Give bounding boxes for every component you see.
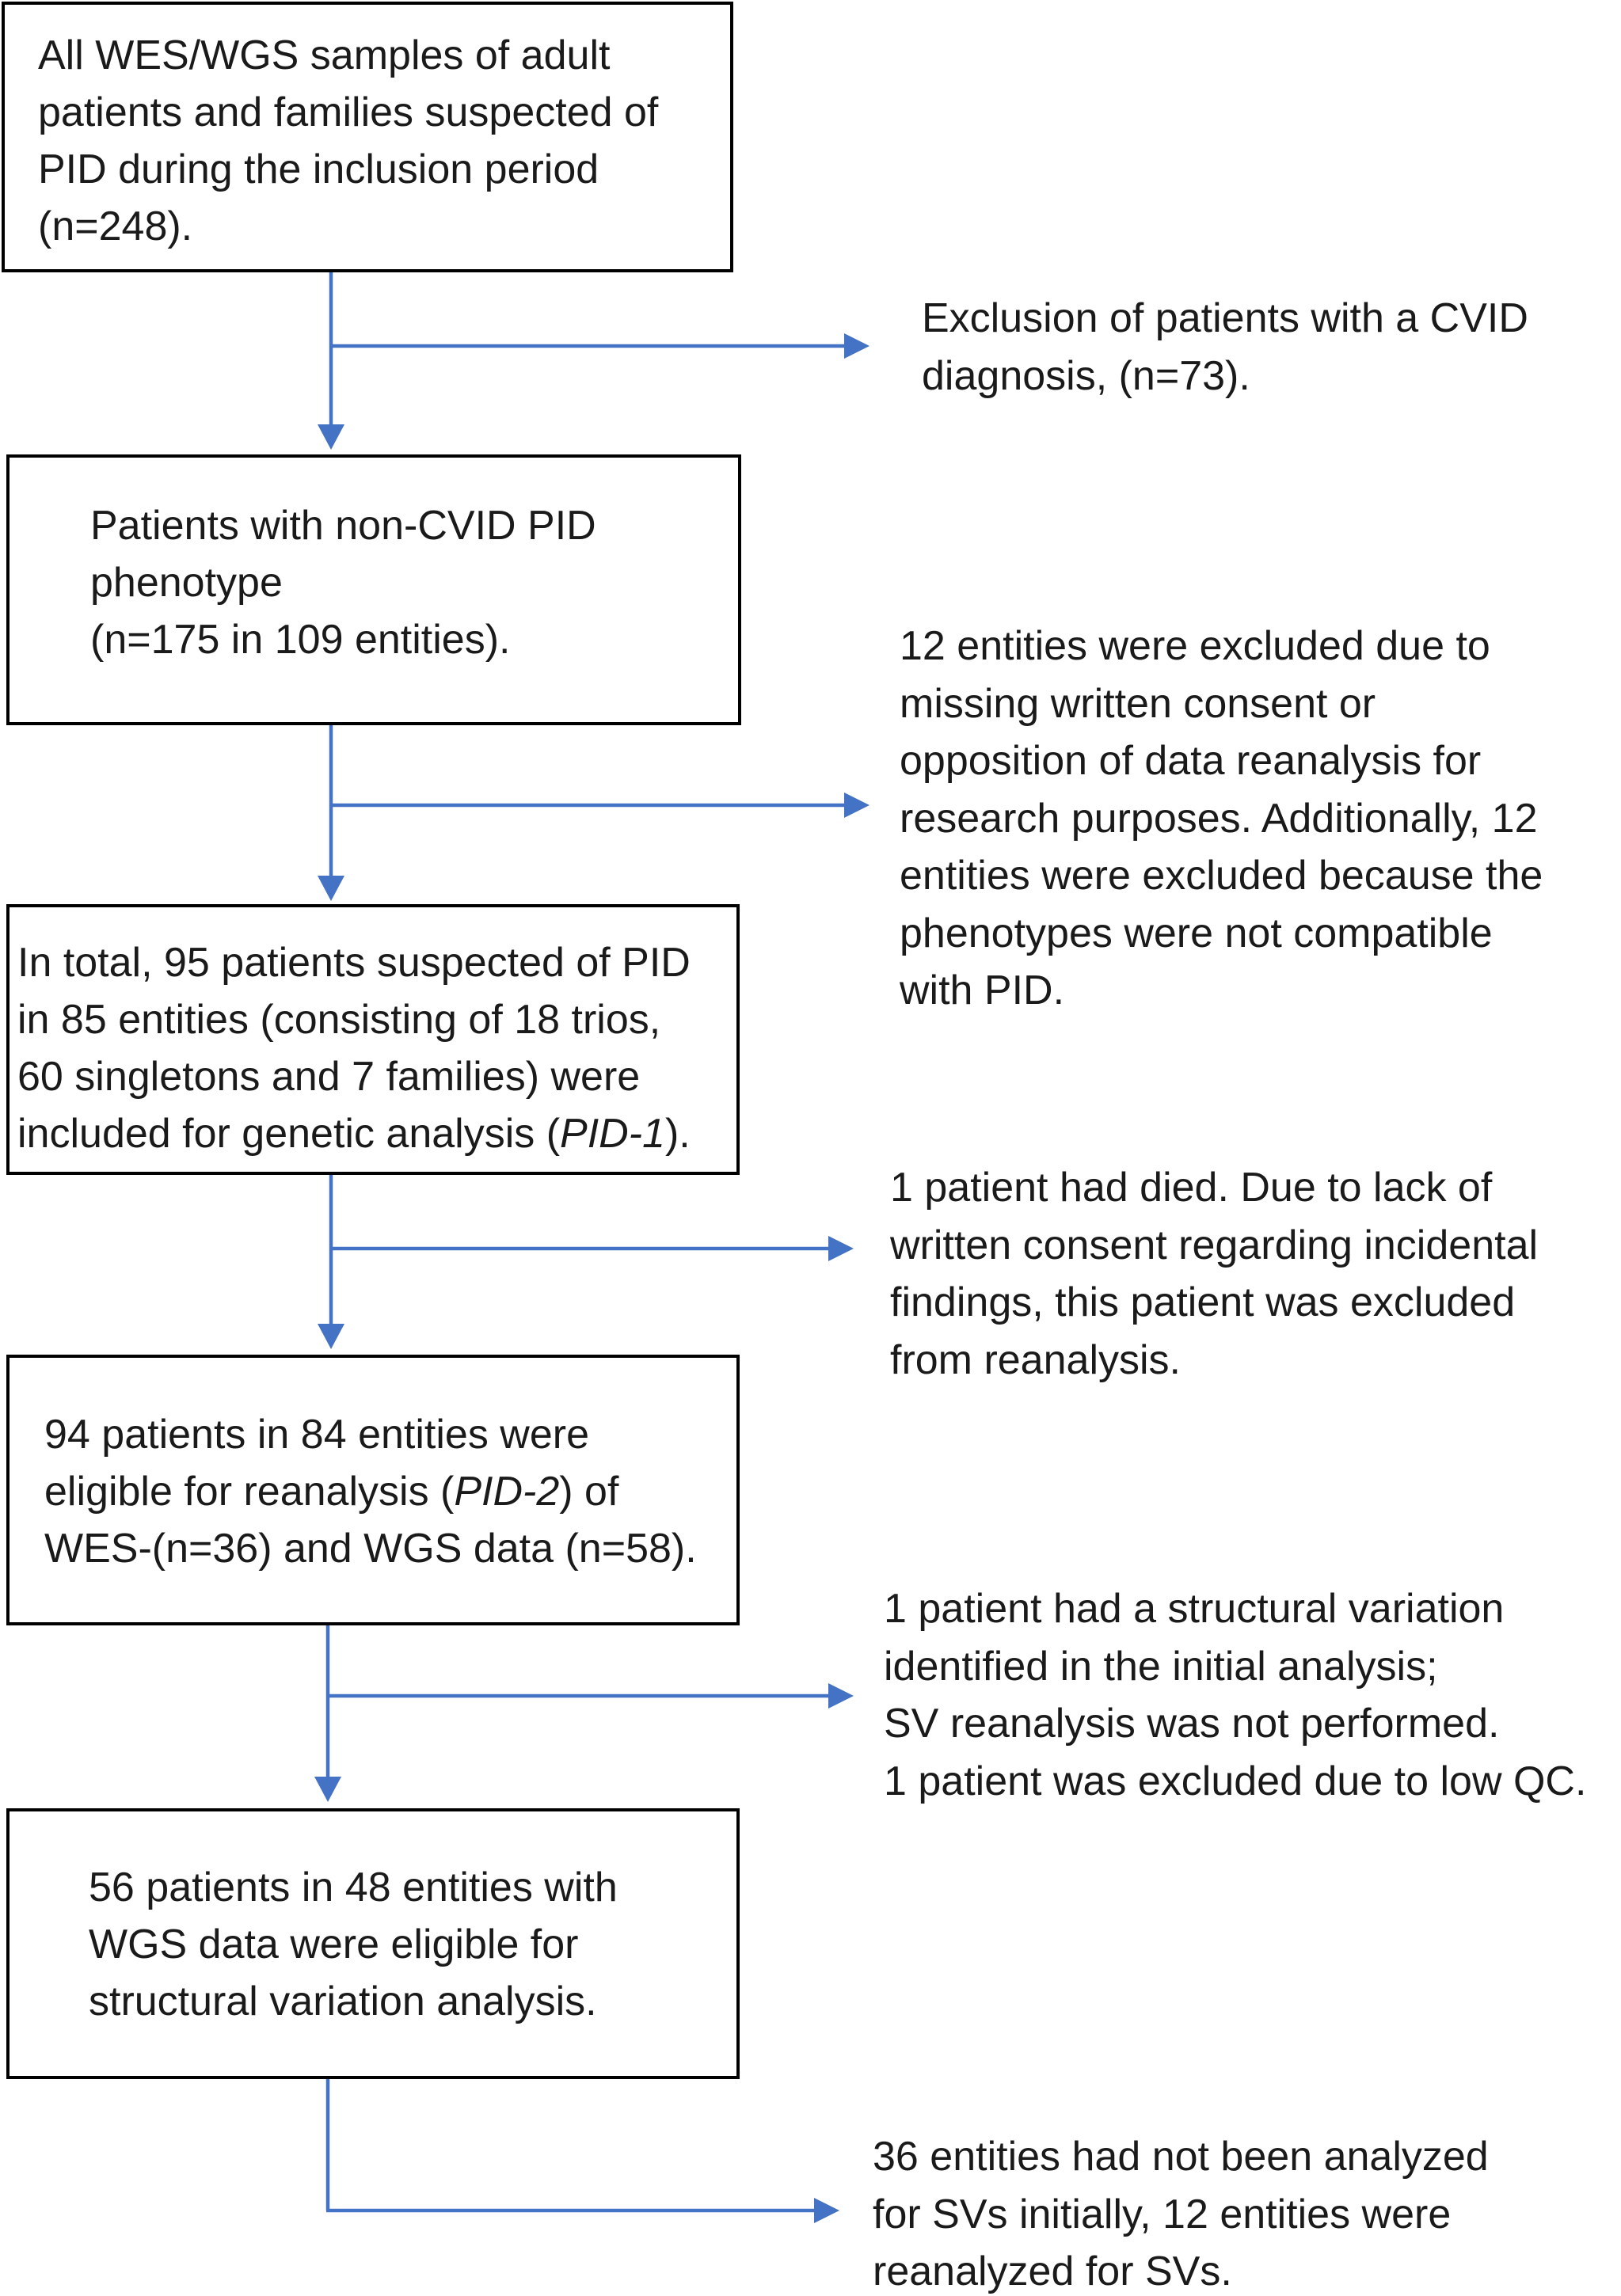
text-line: Exclusion of patients with a CVID xyxy=(922,295,1528,341)
text-line: SV reanalysis was not performed. xyxy=(884,1701,1500,1747)
text-line: diagnosis, (n=73). xyxy=(922,352,1250,399)
text-line: phenotypes were not compatible xyxy=(900,910,1493,956)
step-box-3-text: In total, 95 patients suspected of PID i… xyxy=(17,934,691,1162)
text-line: PID during the inclusion period xyxy=(38,146,599,192)
step-box-4 xyxy=(6,1355,740,1625)
text-line: included for genetic analysis (PID-1). xyxy=(17,1105,691,1162)
text-line: WGS data were eligible for xyxy=(89,1922,579,1967)
exclusion-note-5: 36 entities had not been analyzed for SV… xyxy=(873,2128,1489,2296)
text-line: All WES/WGS samples of adult xyxy=(38,32,611,78)
text-line: 1 patient had a structural variation xyxy=(884,1586,1505,1632)
arrowhead-right-1 xyxy=(844,333,869,359)
text-line: findings, this patient was excluded xyxy=(890,1279,1516,1325)
text-line: (n=248). xyxy=(38,203,193,249)
text-line: 36 entities had not been analyzed xyxy=(873,2134,1489,2180)
text-line: missing written consent or xyxy=(900,680,1376,727)
arrowhead-down-2 xyxy=(318,876,344,901)
arrowhead-right-3 xyxy=(828,1236,854,1261)
text-line: Patients with non-CVID PID xyxy=(90,503,596,549)
step-box-2 xyxy=(6,454,741,725)
step-box-1 xyxy=(2,2,733,272)
arrowhead-down-1 xyxy=(318,424,344,450)
text-line: 94 patients in 84 entities were xyxy=(44,1412,589,1458)
arrowhead-right-2 xyxy=(844,793,869,818)
arrowhead-down-4 xyxy=(314,1777,341,1802)
exclusion-note-4: 1 patient had a structural variation ide… xyxy=(884,1580,1586,1810)
text-segment-italic: PID-2 xyxy=(454,1469,560,1515)
text-line: research purposes. Additionally, 12 xyxy=(900,795,1538,842)
text-line: 60 singletons and 7 families) were xyxy=(17,1054,641,1100)
step-box-1-text: All WES/WGS samples of adult patients an… xyxy=(38,27,658,255)
text-line: In total, 95 patients suspected of PID xyxy=(17,940,691,986)
step-box-5-text: 56 patients in 48 entities with WGS data… xyxy=(89,1859,618,2030)
text-segment: ) of xyxy=(559,1469,619,1515)
text-line: eligible for reanalysis (PID-2) of xyxy=(44,1463,697,1520)
text-segment-italic: PID-1 xyxy=(560,1111,665,1157)
text-line: 12 entities were excluded due to xyxy=(900,623,1490,669)
step-box-3 xyxy=(6,904,740,1175)
arrowhead-right-4 xyxy=(828,1683,854,1709)
text-line: entities were excluded because the xyxy=(900,853,1543,899)
text-segment: eligible for reanalysis ( xyxy=(44,1469,455,1515)
text-line: reanalyzed for SVs. xyxy=(873,2248,1232,2294)
text-line: 1 patient had died. Due to lack of xyxy=(890,1165,1493,1211)
text-line: opposition of data reanalysis for xyxy=(900,738,1482,784)
text-line: 56 patients in 48 entities with xyxy=(89,1865,618,1910)
step-box-2-text: Patients with non-CVID PID phenotype (n=… xyxy=(90,497,596,668)
text-line: written consent regarding incidental xyxy=(890,1222,1539,1268)
text-line: WES-(n=36) and WGS data (n=58). xyxy=(44,1526,697,1572)
exclusion-note-1: Exclusion of patients with a CVID diagno… xyxy=(922,290,1528,405)
step-box-5 xyxy=(6,1808,740,2079)
text-line: identified in the initial analysis; xyxy=(884,1643,1438,1690)
exclusion-note-2: 12 entities were excluded due to missing… xyxy=(900,618,1543,1020)
text-line: structural variation analysis. xyxy=(89,1979,597,2024)
text-line: phenotype xyxy=(90,560,283,606)
text-line: (n=175 in 109 entities). xyxy=(90,617,511,663)
step-box-4-text: 94 patients in 84 entities were eligible… xyxy=(44,1406,697,1577)
text-segment: included for genetic analysis ( xyxy=(17,1111,561,1157)
exclusion-note-3: 1 patient had died. Due to lack of writt… xyxy=(890,1159,1538,1389)
text-line: for SVs initially, 12 entities were xyxy=(873,2191,1452,2237)
text-line: with PID. xyxy=(900,967,1065,1013)
text-line: 1 patient was excluded due to low QC. xyxy=(884,1758,1587,1804)
text-line: from reanalysis. xyxy=(890,1336,1181,1383)
arrowhead-down-3 xyxy=(318,1324,344,1349)
text-line: in 85 entities (consisting of 18 trios, xyxy=(17,997,661,1043)
text-line: patients and families suspected of xyxy=(38,89,659,135)
text-segment: ). xyxy=(664,1111,691,1157)
arrowhead-right-5 xyxy=(814,2198,839,2223)
